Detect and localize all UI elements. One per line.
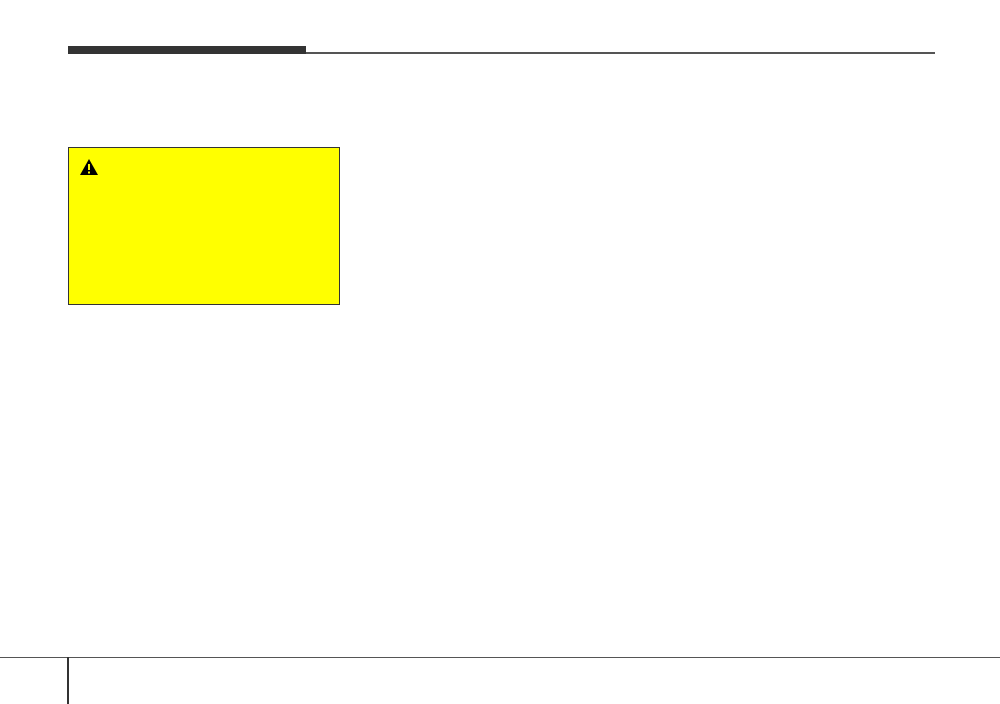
header-rule — [68, 52, 935, 54]
header-section-tab — [68, 46, 306, 54]
caution-box — [68, 147, 340, 305]
footer-page-divider — [67, 657, 69, 704]
warning-triangle-icon — [79, 158, 99, 176]
footer-rule — [0, 657, 1000, 658]
